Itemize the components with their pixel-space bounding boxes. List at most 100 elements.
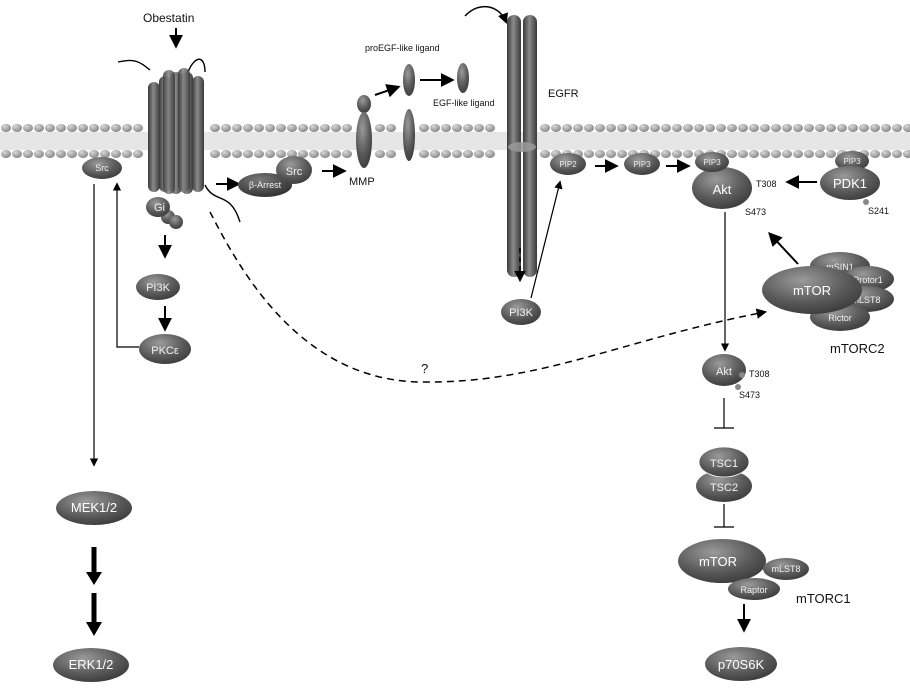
lipid-head (441, 150, 451, 158)
lipid-head (1, 150, 11, 158)
proegf-top (403, 64, 415, 96)
lipid-head (243, 124, 253, 132)
lipid-head (100, 150, 110, 158)
lipid-head (34, 150, 44, 158)
inhibit-tsc-mtorc1 (714, 504, 734, 528)
lipid-head (221, 150, 231, 158)
lipid-head (815, 150, 825, 158)
lipid-head (386, 150, 396, 158)
lipid-head (584, 124, 594, 132)
lipid-head (683, 150, 693, 158)
lipid-head (804, 124, 814, 132)
lipid-head (595, 124, 605, 132)
lipid-head (452, 124, 462, 132)
lipid-head (122, 124, 132, 132)
node-erk: ERK1/2 (53, 648, 129, 682)
lipid-head (232, 124, 242, 132)
lipid-head (749, 150, 759, 158)
svg-text:Src: Src (286, 166, 303, 178)
lipid-head (815, 124, 825, 132)
lipid-head (331, 150, 341, 158)
lipid-head (320, 150, 330, 158)
lipid-head (309, 124, 319, 132)
lipid-head (551, 124, 561, 132)
lipid-head (23, 124, 33, 132)
svg-text:Gi: Gi (154, 202, 165, 214)
lipid-head (540, 150, 550, 158)
svg-text:mSIN1: mSIN1 (826, 262, 854, 272)
lipid-head (298, 150, 308, 158)
lipid-head (716, 124, 726, 132)
lipid-head (320, 124, 330, 132)
arrow-mek-erk (86, 547, 102, 636)
lipid-head (430, 124, 440, 132)
lipid-head (276, 150, 286, 158)
label-obestatin: Obestatin (143, 11, 194, 25)
lipid-head (78, 124, 88, 132)
svg-text:PI3K: PI3K (509, 307, 534, 319)
label-proegf: proEGF-like ligand (365, 43, 440, 53)
arrow-question-dashed (209, 211, 768, 383)
lipid-head (672, 124, 682, 132)
lipid-head (859, 124, 869, 132)
lipid-head (727, 124, 737, 132)
lipid-head (276, 124, 286, 132)
svg-text:mLST8: mLST8 (771, 564, 800, 574)
lipid-head (727, 150, 737, 158)
lipid-head (738, 150, 748, 158)
lipid-head (870, 124, 880, 132)
svg-text:PDK1: PDK1 (833, 176, 867, 191)
lipid-head (309, 150, 319, 158)
arrow-mtorc2-akt (768, 231, 799, 265)
node-mtorc2-complex: mSIN1 Protor1 mLST8 Rictor mTOR (762, 252, 894, 331)
svg-text:PI3K: PI3K (146, 282, 171, 294)
lipid-head (221, 124, 231, 132)
lipid-head (793, 150, 803, 158)
lipid-head (111, 124, 121, 132)
node-pkc: PKCε (139, 334, 191, 364)
node-gi: Gi (146, 197, 183, 229)
svg-text:Akt: Akt (716, 366, 732, 378)
lipid-head (386, 124, 396, 132)
lipid-head (804, 150, 814, 158)
label-egf: EGF-like ligand (433, 98, 495, 108)
node-akt-bottom: Akt (702, 354, 746, 390)
lipid-head (100, 124, 110, 132)
lipid-head (452, 150, 462, 158)
lipid-head (661, 150, 671, 158)
mmp-protein (356, 95, 372, 168)
arrow-pi3k-pip2 (530, 180, 563, 299)
lipid-head (848, 124, 858, 132)
node-pi3k-mid: PI3K (501, 299, 541, 325)
lipid-head (606, 150, 616, 158)
lipid-head (298, 124, 308, 132)
lipid-head (287, 150, 297, 158)
gpcr-receptor (117, 58, 241, 223)
lipid-head (540, 124, 550, 132)
lipid-head (12, 150, 22, 158)
lipid-head (595, 150, 605, 158)
lipid-head (45, 150, 55, 158)
svg-text:TSC2: TSC2 (710, 482, 738, 494)
svg-text:PKCε: PKCε (151, 345, 179, 357)
svg-text:Protor1: Protor1 (853, 275, 883, 285)
lipid-head (419, 124, 429, 132)
proegf-membrane (403, 109, 415, 161)
lipid-head (892, 150, 902, 158)
node-akt-top: PIP3 Akt (692, 152, 752, 209)
arrow-mmp-proegf (374, 84, 401, 98)
svg-text:β-Arrest: β-Arrest (249, 180, 282, 190)
lipid-head (738, 124, 748, 132)
svg-text:mTOR: mTOR (699, 554, 737, 569)
label-t308-top: T308 (756, 179, 777, 189)
lipid-head (210, 150, 220, 158)
egfr-receptor (507, 15, 537, 277)
svg-text:mLST8: mLST8 (851, 295, 880, 305)
lipid-head (672, 150, 682, 158)
svg-text:PIP3: PIP3 (843, 157, 861, 166)
lipid-head (617, 124, 627, 132)
label-egfr: EGFR (548, 88, 579, 100)
lipid-head (463, 124, 473, 132)
